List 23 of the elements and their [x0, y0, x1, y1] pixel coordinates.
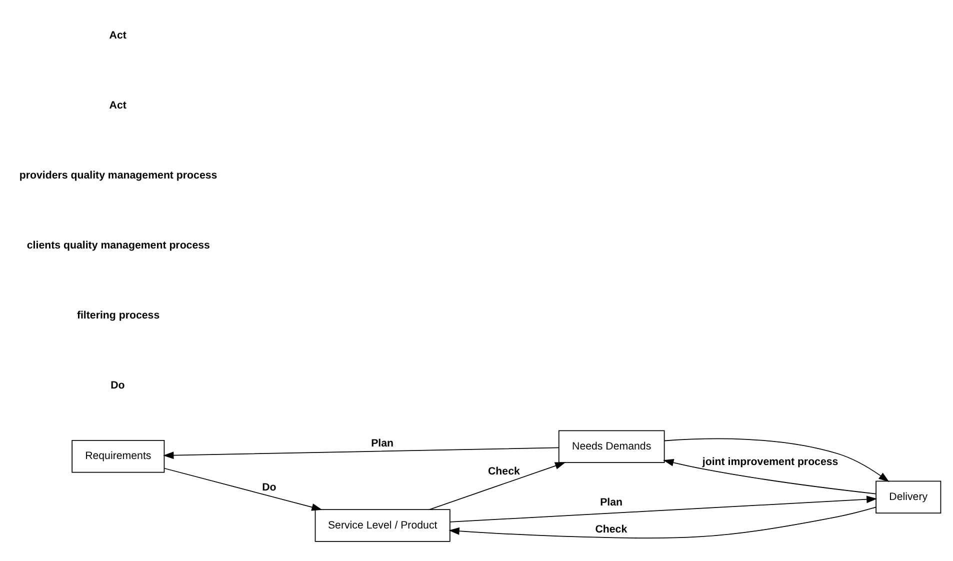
edge-label: Check [595, 522, 628, 535]
label: clients quality management process [26, 238, 210, 251]
arrow [664, 438, 890, 482]
edge-label: Do [262, 481, 276, 494]
edge-label: Plan [600, 496, 623, 508]
label: providers quality management process [19, 168, 218, 181]
label: filtering process [76, 308, 160, 321]
arrow [163, 446, 560, 459]
arrow [448, 506, 876, 538]
edge-label: Check [488, 465, 520, 478]
label: Act [109, 98, 126, 111]
arrow [450, 495, 878, 522]
edge-label: joint improvement process [702, 455, 838, 468]
node-box: Requirements [72, 440, 165, 472]
node-box: Needs Demands [558, 430, 665, 463]
arrow [429, 462, 566, 510]
arrow [164, 467, 322, 510]
edge-label: Plan [371, 436, 394, 449]
node-box: Service Level / Product [314, 508, 450, 542]
label: Act [109, 28, 126, 41]
arrow [663, 458, 876, 494]
node-box: Delivery [876, 480, 942, 514]
label: Do [110, 378, 125, 391]
